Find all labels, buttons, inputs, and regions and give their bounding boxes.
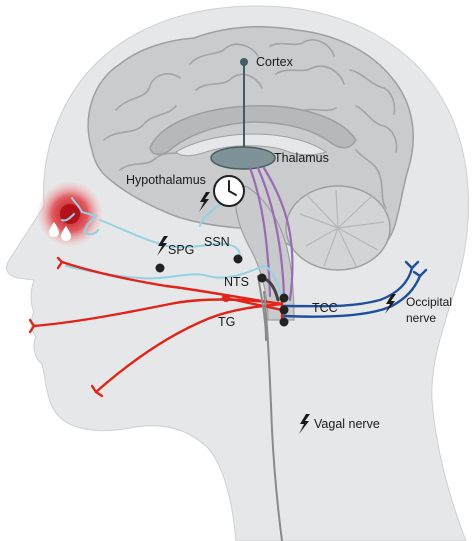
tear-drop-icon bbox=[49, 222, 71, 241]
corpus-callosum bbox=[149, 105, 357, 155]
cortex-projection bbox=[240, 58, 248, 152]
lightning-icon bbox=[299, 414, 310, 434]
spg-label: SPG bbox=[168, 243, 194, 257]
occipital-label-line2: nerve bbox=[406, 311, 436, 325]
nts-node bbox=[257, 273, 267, 283]
tg-label: TG bbox=[218, 315, 235, 329]
clock-icon bbox=[213, 175, 245, 207]
occipital-label-line1: Occipital bbox=[406, 295, 452, 309]
ssn-node bbox=[233, 254, 243, 264]
hypothalamus-label: Hypothalamus bbox=[126, 173, 206, 187]
nts-label: NTS bbox=[224, 275, 249, 289]
ventricle bbox=[175, 133, 328, 157]
lightning-icon bbox=[385, 294, 396, 314]
tg-node bbox=[222, 294, 230, 302]
pathway-nodes bbox=[155, 254, 289, 327]
thalamus bbox=[210, 146, 276, 170]
trigeminal-pathway bbox=[28, 256, 284, 398]
ssn-label: SSN bbox=[204, 235, 230, 249]
thalamus-label: Thalamus bbox=[274, 151, 329, 165]
cerebellum bbox=[285, 185, 391, 271]
cortex-label: Cortex bbox=[256, 55, 294, 69]
tcc-node-3 bbox=[279, 317, 289, 327]
vagal-nerve-label: Vagal nerve bbox=[314, 417, 380, 431]
lightning-icon bbox=[157, 236, 168, 256]
tcc-node-2 bbox=[279, 305, 289, 315]
tcc-node-1 bbox=[279, 293, 289, 303]
vagal-nerve bbox=[257, 275, 283, 541]
brain-gyri bbox=[103, 39, 398, 209]
tcc-label: TCC bbox=[312, 301, 338, 315]
spg-node bbox=[155, 263, 165, 273]
thalamic-tracts bbox=[248, 166, 294, 302]
lightning-icon bbox=[199, 192, 210, 212]
